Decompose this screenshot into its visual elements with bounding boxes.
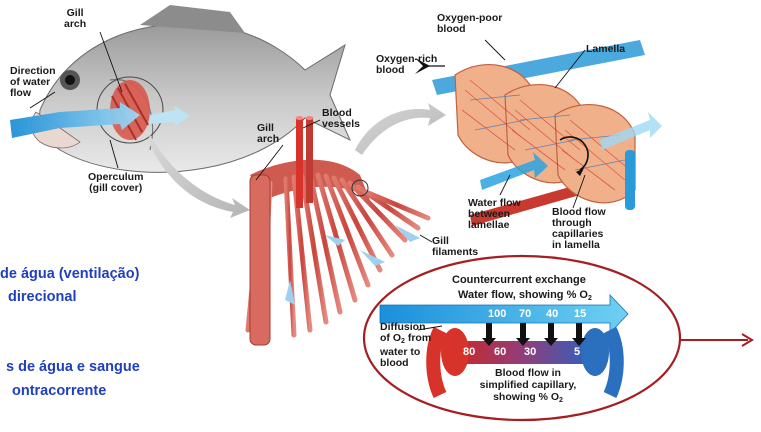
label-water-flow-between-lamellae: Water flow between lamellae [468, 198, 521, 231]
water-value-3: 15 [574, 308, 586, 320]
water-value-1: 70 [519, 308, 531, 320]
blood-flow-label-2: simplified capillary, [468, 380, 588, 391]
blood-value-3: 5 [574, 346, 580, 358]
label-lamella: Lamella [586, 44, 625, 55]
blood-value-0: 80 [463, 346, 475, 358]
label-blood-flow-through-capillaries: Blood flow through capillaries in lamell… [552, 207, 606, 251]
blood-value-2: 30 [524, 346, 536, 358]
blood-value-1: 60 [494, 346, 506, 358]
blood-flow-label-1: Blood flow in [468, 368, 588, 379]
label-blood-vessels: Blood vessels [322, 108, 360, 130]
pt-text-line-3: s de água e sangue [6, 359, 140, 376]
label-gill-filaments: Gill filaments [432, 236, 478, 258]
label-oxygen-rich-blood: Oxygen-rich blood [376, 54, 437, 76]
pt-text-line-2: direcional [8, 289, 77, 306]
pt-text-line-1: de água (ventilação) [0, 266, 139, 283]
countercurrent-title: Countercurrent exchange [452, 275, 586, 286]
pt-text-line-4: ontracorrente [12, 383, 106, 400]
label-gill-arch-mid: Gill arch [257, 123, 279, 145]
diffusion-label: Diffusion of O2 from water to blood [380, 322, 431, 369]
label-gill-arch-top: Gill arch [64, 8, 86, 30]
label-operculum: Operculum (gill cover) [88, 172, 143, 194]
blood-flow-label-3: showing % O2 [468, 392, 588, 406]
connector-arrow-filament-to-lamella [355, 103, 446, 155]
label-oxygen-poor-blood: Oxygen-poor blood [437, 13, 502, 35]
water-value-0: 100 [488, 308, 506, 320]
water-flow-label: Water flow, showing % O2 [458, 290, 592, 304]
water-value-2: 40 [546, 308, 558, 320]
label-direction-of-water-flow: Direction of water flow [10, 66, 56, 99]
lamellae-illustration [432, 40, 662, 226]
